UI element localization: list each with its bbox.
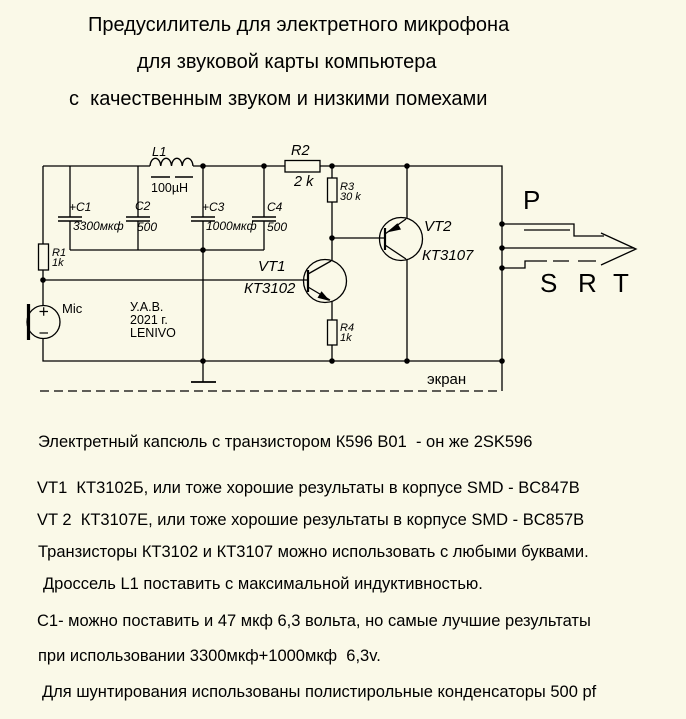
label-c1: +C1	[69, 200, 91, 214]
junction-dot	[200, 247, 206, 253]
label-vt1: VT1	[258, 258, 286, 275]
shield: экран	[40, 371, 502, 392]
value-c4: 500	[267, 220, 287, 234]
junction-dot	[261, 163, 267, 169]
note-line-7: при использовании 3300мкф+1000мкф 6,3v.	[38, 647, 381, 665]
label-c4: C4	[267, 200, 283, 214]
note-line-5: Дроссель L1 поставить с максимальной инд…	[43, 575, 483, 593]
junction-dot	[499, 221, 505, 227]
resistor-r3-body	[326, 177, 338, 203]
label-r4: R4	[340, 322, 354, 334]
capacitors: +C1 3300мкф C2 500 +C3 1000мкф C4 500	[58, 199, 287, 234]
note-line-2: VT1 КТ3102Б, или тоже хорошие результаты…	[37, 479, 580, 497]
wire-top-rail	[43, 165, 503, 391]
capacitor-plates	[58, 216, 276, 222]
plug-insulator-dashes	[524, 229, 596, 262]
junction-dot	[200, 358, 206, 364]
vt2-body	[378, 216, 424, 262]
resistor-r1-body	[37, 243, 50, 271]
author-line-3: LENIVO	[130, 326, 176, 340]
label-c3: +C3	[202, 200, 225, 214]
junction-dot	[40, 277, 46, 283]
junction-dots	[40, 163, 505, 364]
inductor-L1: L1 100µH	[149, 144, 194, 195]
vt2-emitter-arrow	[386, 223, 401, 233]
vt2-collector	[384, 244, 407, 260]
plug-tip-contour	[502, 223, 604, 237]
label-mic: Mic	[62, 301, 83, 316]
author-line-1: У.А.В.	[130, 300, 163, 314]
value-c1: 3300мкф	[73, 219, 124, 233]
author-block: У.А.В. 2021 г. LENIVO	[130, 300, 176, 340]
value-r3: 30 k	[340, 191, 361, 203]
note-line-8: Для шунтирования использованы полистирол…	[42, 683, 597, 701]
value-c3: 1000мкф	[206, 219, 257, 233]
value-l1: 100µH	[151, 181, 188, 195]
title-line-1: Предусилитель для электретного микрофона	[88, 14, 510, 36]
title-line-3: с качественным звуком и низкими помехами	[69, 88, 488, 110]
note-line-1: Электретный капсюль с транзистором К596 …	[38, 433, 533, 451]
wires	[42, 165, 503, 391]
value-r4: 1k	[340, 332, 352, 344]
note-line-6: С1- можно поставить и 47 мкф 6,3 вольта,…	[37, 612, 591, 630]
vt1-body	[302, 258, 348, 304]
shield-label: экран	[427, 371, 466, 388]
vt1-emitter-arrow	[317, 291, 330, 301]
title-line-2: для звуковой карты компьютера	[137, 51, 437, 73]
junction-dot	[499, 245, 505, 251]
plug-letter-r: R	[578, 268, 597, 298]
resistor-r2-body	[284, 159, 321, 173]
note-line-3: VT 2 КТ3107Е, или тоже хорошие результат…	[37, 511, 585, 529]
junction-dot	[404, 163, 410, 169]
transistor-vt2: VT2 КТ3107	[378, 216, 474, 264]
author-line-2: 2021 г.	[130, 313, 168, 327]
vt1-collector	[307, 260, 332, 275]
value-r2: 2 k	[293, 174, 314, 190]
plug-letter-s: S	[540, 268, 557, 298]
mic-body	[26, 304, 61, 340]
value-c2: 500	[137, 220, 157, 234]
jack-plug: P S R T	[502, 185, 638, 298]
resistor-r4-body	[326, 319, 338, 346]
label-r1: R1	[52, 247, 66, 259]
junction-dot	[404, 358, 410, 364]
microphone: Mic	[26, 301, 83, 340]
junction-dot	[329, 235, 335, 241]
plug-arrowhead	[600, 232, 638, 266]
circuit-diagram: L1 100µH +C1 3300мкф C2 500 +C3 1000мкф …	[26, 143, 638, 392]
wire-left-branch	[42, 166, 502, 362]
resistors: R1 1k R2 2 k R3 30 k R4 1k	[37, 143, 361, 346]
junction-dot	[329, 358, 335, 364]
part-vt2: КТ3107	[422, 247, 474, 264]
label-vt2: VT2	[424, 218, 452, 235]
label-l1: L1	[152, 144, 166, 159]
inductor-coils	[149, 157, 194, 167]
label-r2: R2	[291, 143, 310, 159]
note-line-4: Транзисторы КТ3102 и КТ3107 можно исполь…	[38, 543, 589, 561]
mic-plus-sign	[39, 307, 48, 316]
label-r3: R3	[340, 181, 355, 193]
junction-dot	[499, 265, 505, 271]
value-r1: 1k	[52, 257, 64, 269]
plug-letter-t: T	[613, 268, 629, 298]
junction-dot	[329, 163, 335, 169]
plug-sleeve-contour	[502, 260, 547, 269]
label-c2: C2	[135, 199, 151, 213]
junction-dot	[200, 163, 206, 169]
wire-cap-branches	[69, 166, 265, 251]
transistor-vt1: VT1 КТ3102	[244, 258, 348, 304]
plug-letter-p: P	[523, 185, 540, 215]
junction-dot	[499, 358, 505, 364]
part-vt1: КТ3102	[244, 280, 296, 297]
